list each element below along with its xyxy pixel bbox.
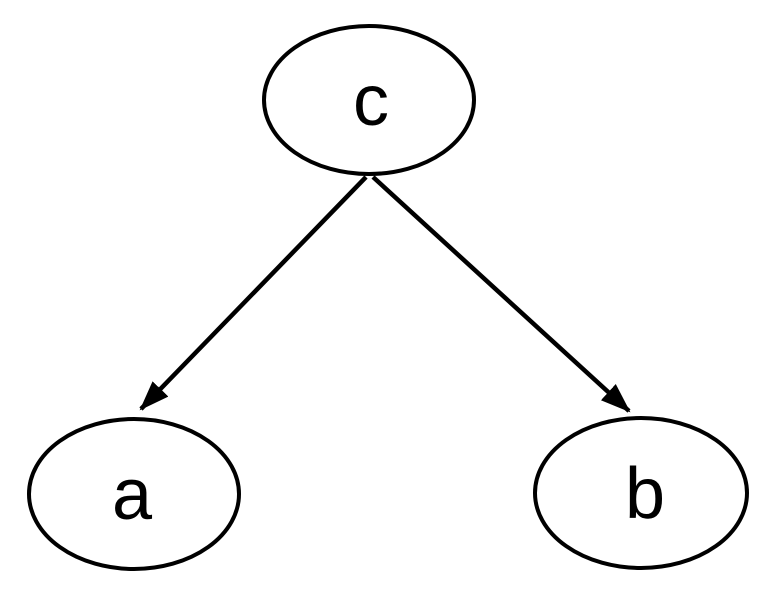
- node-a-ellipse: [27, 417, 241, 571]
- node-c-label: c: [353, 61, 389, 141]
- node-b-label: b: [625, 454, 665, 534]
- node-b: b: [533, 416, 749, 570]
- node-c: c: [262, 24, 476, 176]
- node-b-ellipse: [533, 416, 749, 570]
- node-a: a: [27, 417, 241, 571]
- edge-c-to-b: [371, 175, 631, 413]
- node-c-ellipse: [262, 24, 476, 176]
- edge-c-to-a: [139, 175, 368, 411]
- node-a-label: a: [112, 455, 153, 535]
